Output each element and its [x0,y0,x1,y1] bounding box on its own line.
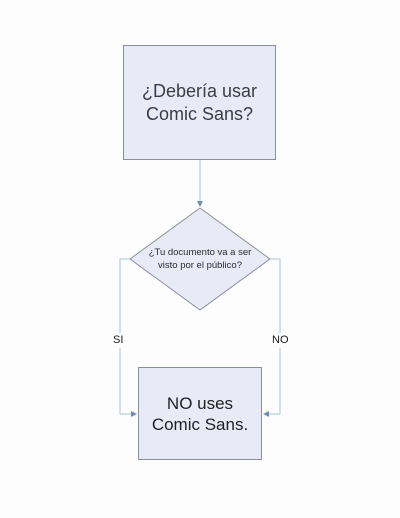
decision-diamond [129,207,271,311]
start-box-text: ¿Debería usar Comic Sans? [141,80,258,124]
branch-label-si: SI [111,333,126,348]
start-box: ¿Debería usar Comic Sans? [123,45,276,160]
end-box-text: NO uses Comic Sans. [151,393,249,434]
branch-label-no: NO [270,333,291,348]
end-box: NO uses Comic Sans. [138,367,262,460]
decision-text: ¿Tu documento va a ser visto por el públ… [148,247,252,271]
